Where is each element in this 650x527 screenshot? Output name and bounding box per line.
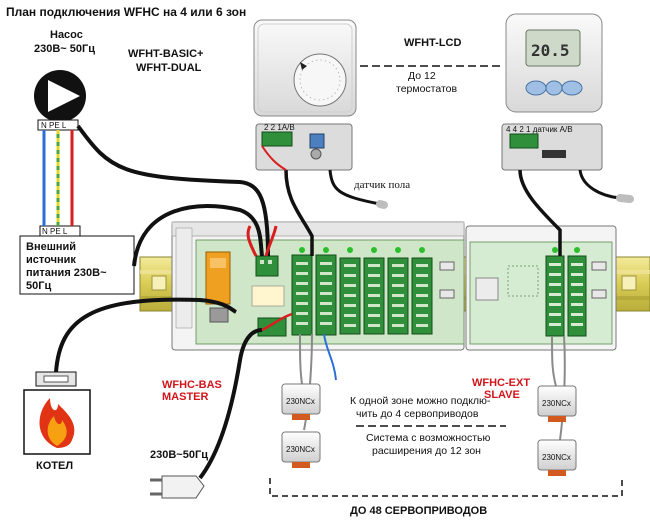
pump: N PE L — [34, 70, 86, 131]
slave-module-label-line1: WFHC-EXT — [472, 377, 530, 389]
total-actuators-label: ДО 48 СЕРВОПРИВОДОВ — [350, 505, 487, 517]
slave-module-label-line2: SLAVE — [484, 389, 520, 401]
mains-plug — [150, 475, 205, 499]
zone-note-line2: чить до 4 сервоприводов — [356, 408, 479, 420]
lcd-display — [525, 29, 581, 67]
temperature-dial[interactable] — [293, 53, 347, 107]
boiler-label: КОТЕЛ — [36, 460, 73, 472]
pump-label-line2: 230В~ 50Гц — [34, 43, 95, 55]
thermostat-analog-model-line2: WFHT-DUAL — [136, 62, 202, 74]
thermostat-lcd-terminal-label: 4 4 2 1 датчик A/B — [506, 125, 573, 134]
power-supply-line2: источник — [26, 254, 76, 266]
power-terminal-block — [255, 255, 279, 277]
lcd-button-mode[interactable] — [545, 80, 563, 96]
fuse-holder — [209, 307, 229, 323]
lcd-display-value: 20.5 — [531, 41, 570, 60]
thermostat-analog-terminal-label: 2 2 1A/B — [264, 123, 295, 132]
thermostat-analog — [253, 19, 357, 117]
thermostat-analog-model-line1: WFHT-BASIC+ — [128, 48, 203, 60]
master-module-label-line2: MASTER — [162, 391, 209, 403]
system-note-line1: Система с возможностью — [366, 432, 490, 444]
master-zone-terminals — [291, 247, 455, 336]
slave-module-housing — [465, 225, 617, 351]
wires — [42, 124, 634, 480]
thermostat-analog-terminal-base: 2 2 1A/B — [255, 123, 353, 171]
total-bracket — [269, 478, 623, 497]
pump-terminal-top: N PE L — [41, 121, 67, 130]
lcd-button-up[interactable] — [561, 80, 583, 96]
power-supply-line3: питания 230В~ — [26, 267, 107, 279]
boiler — [23, 371, 91, 455]
actuator-label: 230NCx — [286, 397, 315, 406]
thermostat-count-line2: термостатов — [396, 83, 458, 95]
thermostat-lcd: 20.5 — [505, 13, 603, 113]
thermostat-count-line1: До 12 — [408, 70, 436, 82]
actuator-label: 230NCx — [286, 445, 315, 454]
actuator-master-1: 230NCx — [281, 383, 321, 420]
pump-label-line1: Насос — [50, 29, 83, 41]
power-supply-line1: Внешний — [26, 241, 76, 253]
diagram-title: План подключения WFHC на 4 или 6 зон — [6, 5, 246, 19]
master-module-label-line1: WFHC-BAS — [162, 379, 222, 391]
thermostat-lcd-model: WFHT-LCD — [404, 37, 461, 49]
zone-note-line1: К одной зоне можно подклю- — [350, 395, 491, 407]
thermostat-lcd-terminal-base: 4 4 2 1 датчик A/B — [501, 123, 603, 171]
power-supply-line4: 50Гц — [26, 280, 51, 292]
actuator-label: 230NCx — [542, 399, 571, 408]
actuator-slave-2: 230NCx — [537, 439, 577, 476]
actuator-slave-1: 230NCx — [537, 385, 577, 422]
floor-sensor-label: датчик пола — [354, 179, 410, 191]
flame-icon — [39, 398, 75, 448]
lcd-button-down[interactable] — [525, 80, 547, 96]
mains-label: 230В~50Гц — [150, 449, 208, 461]
actuator-label: 230NCx — [542, 453, 571, 462]
power-terminal-bottom: N PE L — [42, 227, 68, 236]
actuator-master-2: 230NCx — [281, 431, 321, 468]
system-note-line2: расширения до 12 зон — [372, 445, 481, 457]
external-power-supply: N PE L — [19, 225, 135, 295]
